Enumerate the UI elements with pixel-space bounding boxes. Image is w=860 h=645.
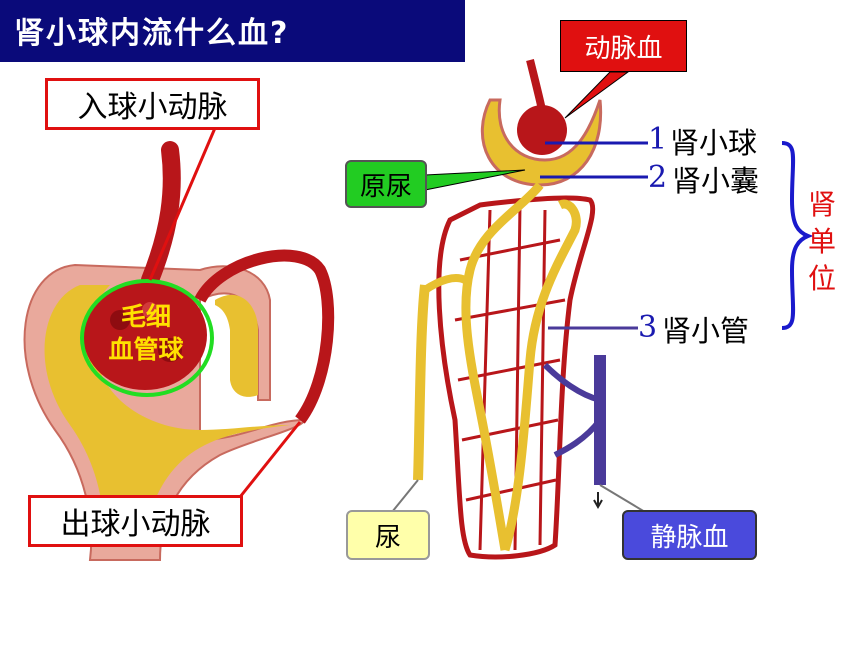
nephron-bracket [781,141,814,330]
arterial-pointer [564,71,630,119]
part-2-name: 肾小囊 [672,164,760,198]
filtrate-lobe [215,294,258,397]
nephron-char-1: 肾 [807,188,836,221]
part-3-number: 3 [638,310,658,345]
part-1-number: 1 [648,122,668,157]
nephron-char-3: 位 [807,262,836,295]
capillary-highlight [80,279,214,397]
capillary-label: 毛细 血管球 [86,300,206,366]
capillary-label-line1: 毛细 [120,302,171,331]
capillary-label-line2: 血管球 [108,335,184,364]
part-3-name: 肾小管 [662,314,750,348]
glomerulus-closeup [23,141,335,561]
nephron-char-2: 单 [807,225,836,258]
part-2-number: 2 [648,160,668,195]
filtrate-space [44,285,290,545]
nephron-unit-label: 肾 单 位 [806,186,838,297]
primary-urine-pointer [424,169,526,191]
peritubular-capillaries [436,195,596,560]
nephron-glomerulus [517,105,567,155]
efferent-vessel [194,249,335,424]
part-1-name: 肾小球 [670,126,758,160]
capillary-ball [83,280,207,390]
primary-urine-label: 原尿 [345,160,427,208]
renal-tubule [461,182,581,552]
afferent-vessel [141,141,181,289]
nephron-diagram [413,59,606,560]
afferent-arteriole-label: 入球小动脉 [45,78,260,130]
collecting-duct [413,284,430,481]
nephron-capsule [480,98,603,187]
title-bar: 肾小球内流什么血? [0,0,465,62]
venous-blood-label: 静脉血 [622,510,757,560]
arterial-blood-label: 动脉血 [560,20,687,72]
efferent-arteriole-label: 出球小动脉 [28,495,243,547]
urine-label: 尿 [346,510,430,560]
page-title: 肾小球内流什么血? [14,16,290,51]
